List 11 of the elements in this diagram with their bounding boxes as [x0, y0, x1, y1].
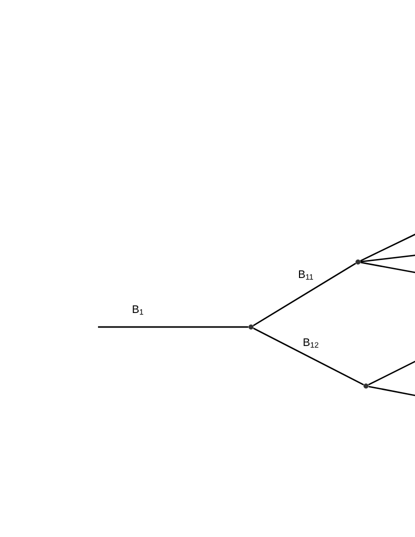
branch-line — [360, 262, 415, 274]
edge-label: B$_{11}$ — [299, 270, 314, 280]
branch-line — [252, 262, 356, 326]
branch-line — [253, 328, 364, 386]
branch-line — [368, 359, 415, 386]
branch-line — [368, 386, 415, 397]
edge-label: B$_{1}$ — [132, 305, 144, 315]
branch-line — [360, 232, 415, 262]
edge-label: B$_{12}$ — [304, 338, 318, 348]
branch-line — [98, 326, 248, 328]
branch-line — [360, 254, 415, 262]
